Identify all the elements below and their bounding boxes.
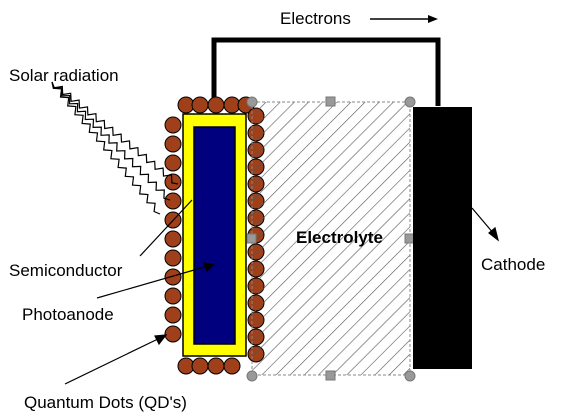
electrons-label: Electrons: [280, 9, 351, 28]
circuit-wire: [211, 37, 441, 106]
semiconductor-label: Semiconductor: [9, 261, 123, 280]
selection-handles: [246, 96, 416, 382]
quantum-dot: [164, 116, 182, 134]
quantum-dot: [223, 357, 241, 375]
photoanode-plate: [193, 126, 236, 345]
quantum-dot: [164, 268, 182, 286]
quantum-dot: [164, 192, 182, 210]
photoanode-label: Photoanode: [22, 305, 114, 324]
solar-radiation-rays: [51, 81, 179, 215]
solar-radiation-label: Solar radiation: [9, 66, 119, 85]
quantum-dot: [191, 357, 209, 375]
quantum-dot: [164, 230, 182, 248]
cathode-label: Cathode: [481, 255, 546, 274]
electrons-arrow: [370, 15, 438, 23]
quantum-dot: [191, 96, 209, 114]
quantum-dot: [164, 135, 182, 153]
quantum-dot: [164, 249, 182, 267]
quantum-dot: [207, 96, 225, 114]
quantum-dot: [164, 325, 182, 343]
quantum-dot: [164, 173, 182, 191]
quantum-dots-label: Quantum Dots (QD's): [24, 393, 187, 412]
quantum-dot: [164, 154, 182, 172]
quantum-dot: [164, 287, 182, 305]
electrolyte-region: [251, 101, 411, 376]
electrolyte-label: Electrolyte: [296, 228, 383, 247]
cathode-plate: [413, 107, 472, 369]
quantum-dot: [164, 306, 182, 324]
quantum-dot: [207, 357, 225, 375]
leader-lines: [64, 199, 500, 385]
